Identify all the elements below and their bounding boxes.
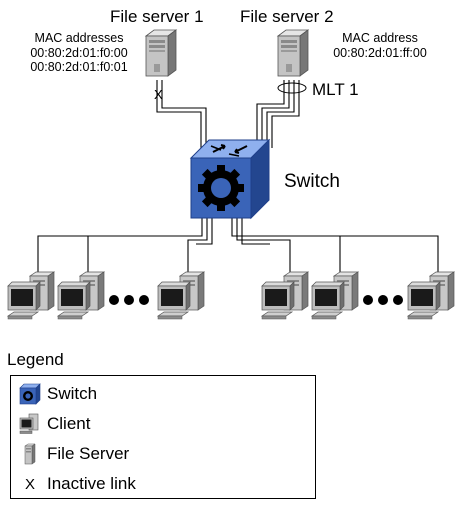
server-1-links [156, 80, 207, 148]
file-server-icon [19, 443, 41, 465]
client-icon [261, 271, 309, 320]
client-icon [7, 271, 55, 320]
file-server-1-mac-block: MAC addresses 00:80:2d:01:f0:00 00:80:2d… [16, 32, 142, 74]
inactive-link-icon: X [19, 473, 41, 495]
client-links [37, 210, 439, 276]
legend-label: Switch [47, 384, 98, 403]
legend-label: File Server [47, 444, 130, 463]
legend-item-switch: Switch [19, 381, 97, 407]
mac-address: 00:80:2d:01:ff:00 [333, 45, 427, 60]
legend: Switch Client File Server X [10, 375, 316, 499]
mac-heading: MAC address [342, 31, 418, 45]
inactive-marker: X [24, 475, 35, 493]
mac-address: 00:80:2d:01:f0:01 [30, 60, 128, 74]
mac-heading: MAC addresses [34, 31, 124, 45]
file-server-2-title: File server 2 [240, 7, 334, 26]
client-icon [157, 271, 205, 320]
ellipsis-dots-right [363, 295, 403, 305]
file-server-1-title: File server 1 [110, 7, 204, 26]
legend-item-inactive-link: X Inactive link [19, 471, 136, 497]
client-icon [57, 271, 105, 320]
ellipsis-dots-left [109, 295, 149, 305]
file-server-2-mac-block: MAC address 00:80:2d:01:ff:00 [318, 32, 442, 59]
switch-icon [190, 139, 270, 219]
inactive-link-marker: X [154, 87, 163, 102]
client-icon [407, 271, 455, 320]
mac-address: 00:80:2d:01:f0:00 [30, 45, 128, 60]
legend-label: Client [47, 414, 91, 433]
mlt-label: MLT 1 [312, 80, 359, 99]
server-2-links [256, 80, 300, 148]
file-server-2-icon [277, 29, 309, 77]
legend-item-client: Client [19, 411, 90, 437]
switch-label: Switch [284, 171, 340, 192]
file-server-1-icon [145, 29, 177, 77]
legend-label: Inactive link [47, 474, 136, 493]
client-icon [19, 413, 41, 435]
mlt-ellipse [277, 82, 307, 94]
switch-icon [19, 383, 41, 405]
legend-item-file-server: File Server [19, 441, 129, 467]
client-icon [311, 271, 359, 320]
legend-title: Legend [7, 350, 64, 369]
